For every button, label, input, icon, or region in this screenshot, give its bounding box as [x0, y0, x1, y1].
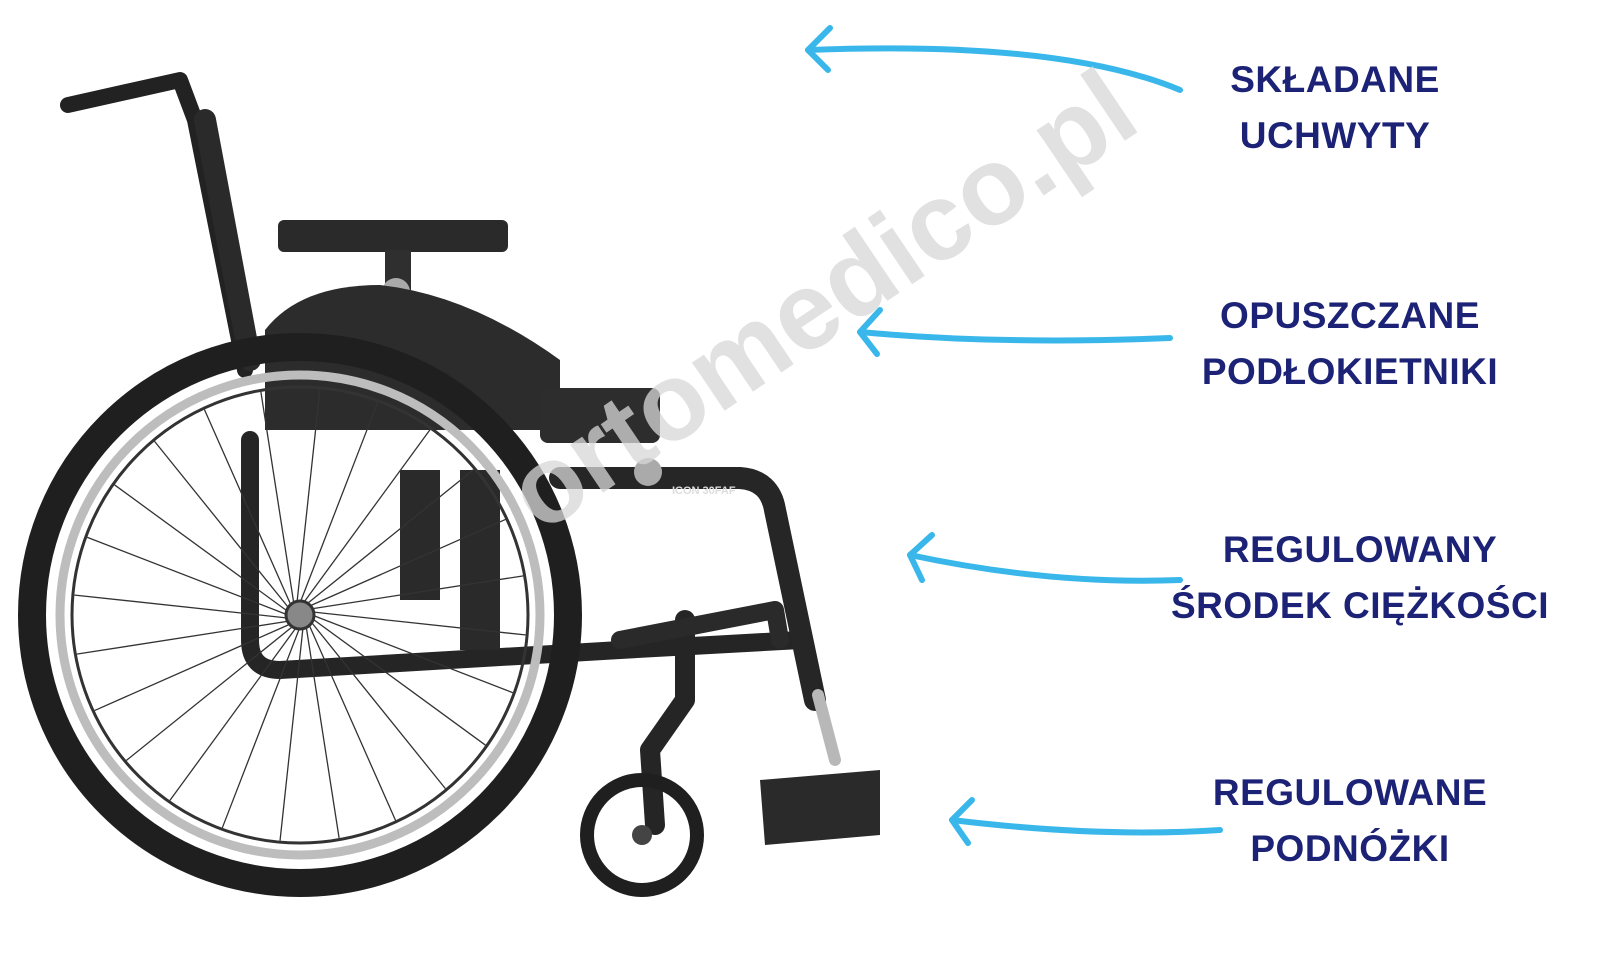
spoke — [302, 429, 431, 605]
spoke — [260, 391, 295, 606]
spoke — [94, 622, 293, 711]
wheelchair: ICON 30FAF — [18, 72, 880, 897]
spoke — [311, 614, 513, 694]
spoke — [204, 409, 293, 608]
rear-wheel-tire — [18, 333, 582, 897]
spoke — [309, 620, 446, 789]
handrim — [55, 370, 545, 860]
arrow-icon-armrests — [857, 307, 1173, 357]
feature-line: REGULOWANE — [1212, 772, 1488, 813]
feature-line: PODNÓŻKI — [1250, 828, 1450, 869]
arrow-icon-footrests — [949, 797, 1223, 846]
spoke — [305, 624, 340, 839]
spoke — [114, 484, 290, 613]
spoke — [279, 625, 304, 841]
spoke — [296, 389, 321, 605]
feature-adjustable-footrests: REGULOWANE PODNÓŻKI — [1200, 765, 1500, 877]
arrow-icon-handles — [805, 25, 1183, 93]
feature-dropdown-armrests: OPUSZCZANE PODŁOKIETNIKI — [1190, 288, 1510, 400]
front-frame — [549, 467, 826, 711]
feature-folding-handles: SKŁADANE UCHWYTY — [1215, 52, 1455, 164]
spoke — [307, 519, 506, 608]
feature-line: ŚRODEK CIĘŻKOŚCI — [1170, 585, 1550, 626]
caster-wheel — [580, 773, 704, 897]
spoke — [154, 441, 291, 610]
spoke — [76, 620, 291, 655]
spoke — [307, 622, 396, 821]
armrest — [278, 220, 508, 252]
feature-adjustable-center-of-gravity: REGULOWANY ŚRODEK CIĘŻKOŚCI — [1170, 522, 1550, 634]
spoke — [310, 617, 486, 746]
feature-line: REGULOWANY — [1222, 529, 1498, 570]
feature-line: PODŁOKIETNIKI — [1201, 351, 1499, 392]
seat — [540, 388, 660, 443]
spoke — [309, 575, 524, 610]
footrest — [760, 770, 880, 845]
spoke — [87, 536, 289, 616]
feature-line: SKŁADANE — [1230, 59, 1440, 100]
spoke — [221, 626, 301, 828]
spoke — [305, 469, 474, 606]
feature-line: UCHWYTY — [1239, 115, 1431, 156]
spoke — [310, 611, 526, 636]
arrow-icon-center-of-gravity — [907, 532, 1183, 584]
feature-line: OPUSZCZANE — [1220, 295, 1480, 336]
model-marking: ICON 30FAF — [672, 485, 736, 497]
spoke — [299, 402, 379, 604]
spoke — [74, 594, 290, 619]
spoke — [126, 624, 295, 761]
spoke — [169, 625, 298, 801]
